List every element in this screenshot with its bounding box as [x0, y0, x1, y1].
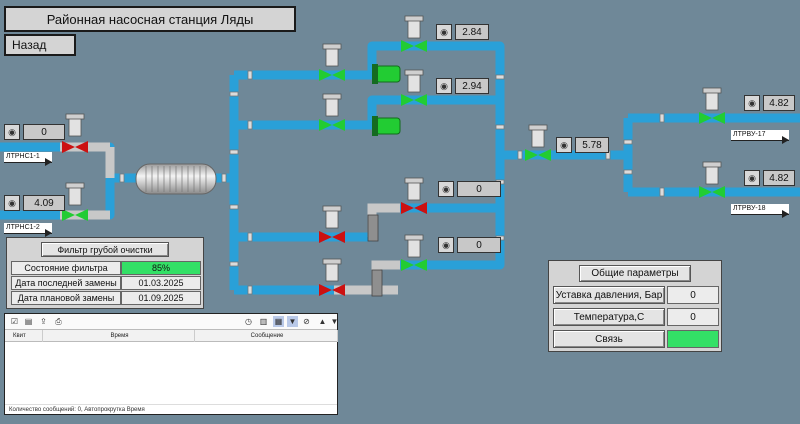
pressure-setpoint-label[interactable]: Уставка давления, Бар — [553, 286, 665, 304]
acknowledge-icon[interactable]: ☑ — [10, 317, 19, 326]
valve-pump1-suction — [319, 43, 345, 81]
pump-3 — [367, 214, 379, 242]
column-time[interactable]: Время — [43, 330, 195, 342]
general-params-title[interactable]: Общие параметры — [579, 265, 691, 282]
valve-pump2-suction — [319, 93, 345, 131]
inlet-tag-1[interactable]: ЛТРНС1-1 — [4, 152, 52, 166]
column-ack[interactable]: Квит — [11, 330, 43, 342]
valve-in1 — [62, 113, 88, 153]
outlet-tag-1[interactable]: ЛТРВУ-17 — [731, 130, 789, 144]
gauge-icon: ◉ — [744, 95, 760, 111]
inlet-tag-2[interactable]: ЛТРНС1-2 — [4, 223, 52, 237]
valve-in2 — [62, 182, 88, 221]
gauge-icon: ◉ — [436, 78, 452, 94]
connection-indicator — [667, 330, 719, 348]
pressure-readout-out2: ◉ 4.82 — [744, 170, 795, 186]
gauge-icon: ◉ — [556, 137, 572, 153]
alarm-log-status: Количество сообщений: 0, Автопрокрутка В… — [5, 404, 337, 414]
pump-1 — [372, 64, 401, 84]
print-icon[interactable]: ⎙ — [55, 317, 62, 326]
gauge-icon: ◉ — [4, 124, 20, 140]
scroll-down-icon[interactable]: ▼ — [330, 317, 339, 326]
gauge-icon: ◉ — [4, 195, 20, 211]
valve-out2 — [699, 161, 725, 198]
planned-replacement-value: 01.09.2025 — [121, 291, 201, 305]
valve-pump3-discharge — [401, 177, 427, 214]
filter-state-value: 85% — [121, 261, 201, 275]
pressure-readout-in2: ◉ 4.09 — [4, 195, 65, 211]
filter-panel: Фильтр грубой очистки Состояние фильтра … — [6, 237, 204, 309]
clear-filter-icon[interactable]: ⊘ — [303, 317, 310, 326]
valve-out1 — [699, 87, 725, 124]
temperature-label[interactable]: Температура,С — [553, 308, 665, 326]
readout-value: 0 — [457, 237, 501, 253]
valve-pump1-discharge — [401, 15, 427, 52]
valve-pump4-discharge — [401, 234, 427, 271]
export-icon[interactable]: ⇪ — [40, 317, 47, 326]
readout-value: 4.82 — [763, 95, 795, 111]
pressure-setpoint-value[interactable]: 0 — [667, 286, 719, 304]
scroll-up-icon[interactable]: ▲ — [318, 317, 327, 326]
pump-2 — [372, 116, 401, 136]
list-icon[interactable]: ▥ — [259, 317, 268, 326]
readout-value: 0 — [457, 181, 501, 197]
readout-value: 2.84 — [455, 24, 489, 40]
pressure-readout-pump1: ◉ 2.84 — [436, 24, 489, 40]
back-button[interactable]: Назад — [4, 34, 76, 56]
gauge-icon: ◉ — [438, 237, 454, 253]
clock-icon[interactable]: ◷ — [245, 317, 252, 326]
gauge-icon: ◉ — [436, 24, 452, 40]
readout-value: 0 — [23, 124, 65, 140]
column-message[interactable]: Сообщение — [195, 330, 338, 342]
valve-pump4-suction — [319, 258, 345, 296]
alarm-log-toolbar: ☑ ▤ ⇪ ⎙ ◷ ▥ ▦ ▼ ⊘ ▲ ▼ — [5, 314, 339, 330]
filter-icon[interactable]: ▼ — [287, 316, 298, 327]
alarm-log-header: Квит Время Сообщение — [5, 330, 338, 342]
connection-label[interactable]: Связь — [553, 330, 665, 348]
filter-state-label: Состояние фильтра — [11, 261, 121, 275]
outlet-tag-2[interactable]: ЛТРВУ-18 — [731, 204, 789, 218]
pressure-readout-pump2: ◉ 2.94 — [436, 78, 489, 94]
pressure-readout-collector: ◉ 5.78 — [556, 137, 609, 153]
valve-pump3-suction — [319, 205, 345, 243]
readout-value: 4.09 — [23, 195, 65, 211]
page-title: Районная насосная станция Ляды — [4, 6, 296, 32]
gauge-icon: ◉ — [744, 170, 760, 186]
temperature-value[interactable]: 0 — [667, 308, 719, 326]
general-params-panel: Общие параметры Уставка давления, Бар 0 … — [548, 260, 722, 352]
gauge-icon: ◉ — [438, 181, 454, 197]
planned-replacement-label: Дата плановой замены — [11, 291, 121, 305]
readout-value: 2.94 — [455, 78, 489, 94]
columns-icon[interactable]: ▦ — [273, 316, 284, 327]
pressure-readout-out1: ◉ 4.82 — [744, 95, 795, 111]
readout-value: 5.78 — [575, 137, 609, 153]
pressure-readout-in1: ◉ 0 — [4, 124, 65, 140]
alarm-log: ☑ ▤ ⇪ ⎙ ◷ ▥ ▦ ▼ ⊘ ▲ ▼ Квит Время Сообщен… — [4, 313, 338, 415]
pressure-readout-pump4: ◉ 0 — [438, 237, 501, 253]
pump-4 — [371, 269, 383, 297]
document-icon[interactable]: ▤ — [24, 317, 33, 326]
valve-collector — [525, 124, 551, 161]
coarse-filter — [135, 163, 217, 195]
filter-panel-title[interactable]: Фильтр грубой очистки — [41, 242, 169, 257]
pressure-readout-pump3: ◉ 0 — [438, 181, 501, 197]
valve-pump2-discharge — [401, 69, 427, 106]
readout-value: 4.82 — [763, 170, 795, 186]
last-replacement-label: Дата последней замены — [11, 276, 121, 290]
last-replacement-value: 01.03.2025 — [121, 276, 201, 290]
